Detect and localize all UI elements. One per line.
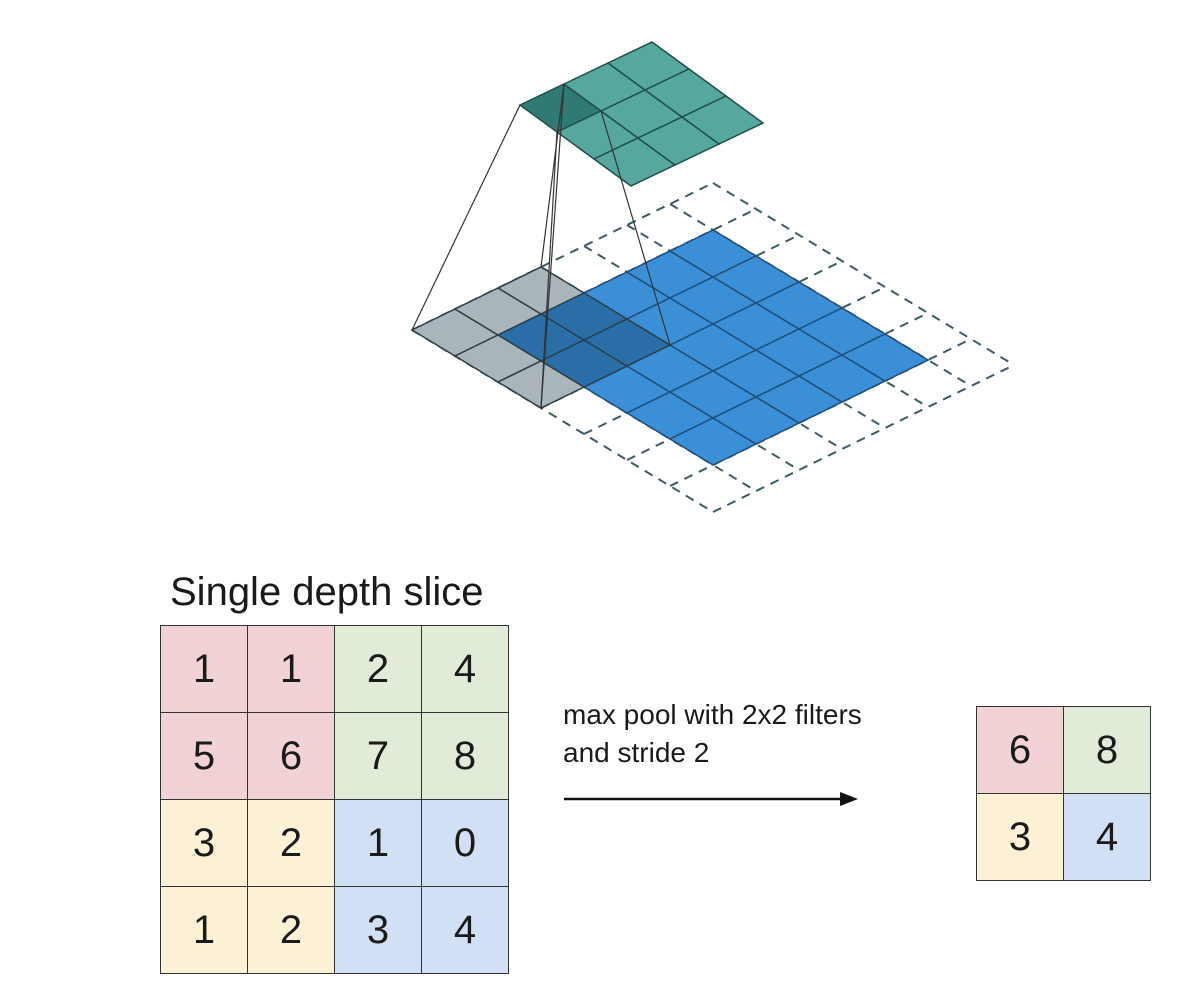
input-grid-cell: 4 bbox=[422, 626, 509, 713]
input-grid-cell: 2 bbox=[248, 800, 335, 887]
projection-line bbox=[540, 83, 565, 409]
padding-grid-line bbox=[712, 364, 1015, 513]
input-grid-cell: 5 bbox=[161, 713, 248, 800]
input-grid-cell: 6 bbox=[248, 713, 335, 800]
projection-line bbox=[411, 104, 521, 331]
input-grid-cell: 1 bbox=[161, 887, 248, 974]
padding-grid-line bbox=[712, 182, 1015, 366]
input-grid-cell: 1 bbox=[161, 626, 248, 713]
input-grid-cell: 4 bbox=[422, 887, 509, 974]
output-grid-cell: 8 bbox=[1064, 707, 1151, 794]
pool-caption-line1: max pool with 2x2 filters bbox=[563, 699, 862, 730]
input-grid-cell: 7 bbox=[335, 713, 422, 800]
input-grid-cell: 0 bbox=[422, 800, 509, 887]
input-grid-cell: 3 bbox=[335, 887, 422, 974]
pool-caption: max pool with 2x2 filters and stride 2 bbox=[563, 696, 862, 772]
input-grid-cell: 1 bbox=[335, 800, 422, 887]
padding-grid-line bbox=[411, 329, 714, 513]
slice-title: Single depth slice bbox=[170, 570, 484, 614]
input-grid-cell: 8 bbox=[422, 713, 509, 800]
output-grid-cell: 6 bbox=[977, 707, 1064, 794]
projection-line bbox=[540, 83, 565, 268]
input-grid-cell: 2 bbox=[248, 887, 335, 974]
output-grid-cell: 4 bbox=[1064, 794, 1151, 881]
input-grid-cell: 3 bbox=[161, 800, 248, 887]
pool-caption-line2: and stride 2 bbox=[563, 737, 710, 768]
arrow-right-icon bbox=[564, 792, 858, 806]
convolution-illustration bbox=[410, 41, 1015, 513]
output-plane-cell bbox=[680, 95, 765, 145]
projection-line bbox=[600, 110, 671, 346]
output-grid-cell: 3 bbox=[977, 794, 1064, 881]
input-cell bbox=[840, 333, 930, 382]
input-grid-cell: 2 bbox=[335, 626, 422, 713]
input-grid-cell: 1 bbox=[248, 626, 335, 713]
